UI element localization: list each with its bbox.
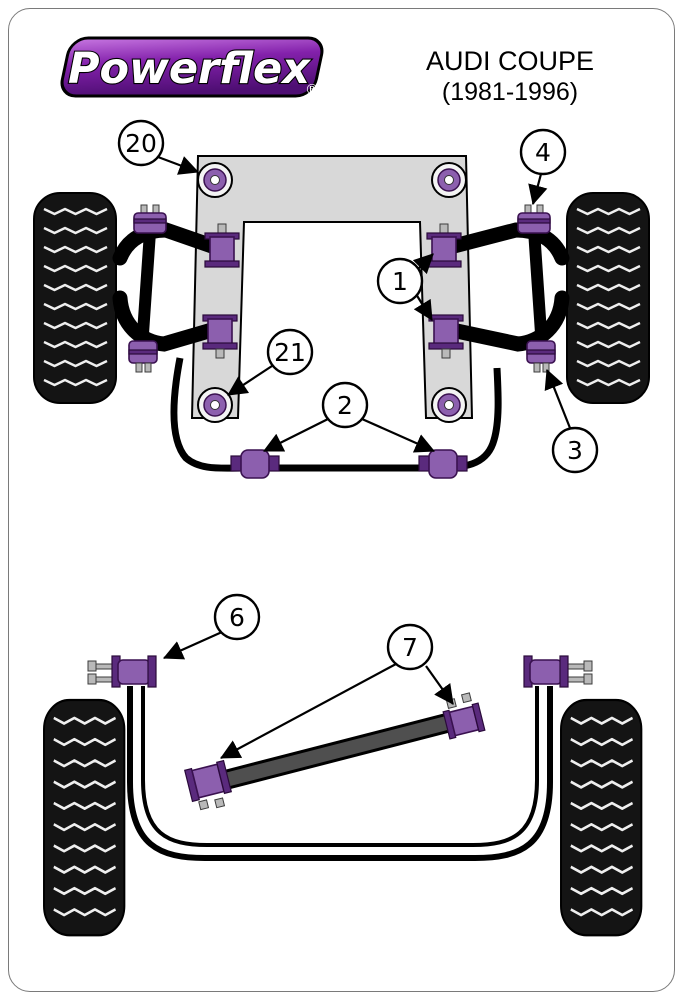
powerflex-logo: Powerflex ®	[46, 34, 334, 109]
logo-banner	[60, 36, 324, 98]
strut-top-bushing-left	[133, 204, 167, 234]
callout-6-arrow	[162, 630, 223, 660]
svg-text:6: 6	[229, 603, 245, 632]
svg-text:4: 4	[535, 138, 551, 167]
callout-1: 1	[376, 257, 424, 305]
svg-text:2: 2	[337, 391, 353, 420]
callout-2-arrow-right	[361, 417, 436, 453]
callout-21: 21	[266, 328, 314, 376]
svg-text:1: 1	[392, 267, 408, 296]
lower-arm-outer-bushing-right	[526, 340, 556, 373]
callout-7: 7	[386, 623, 434, 671]
wishbone-inner-bushing-upper-right	[426, 223, 462, 268]
callout-3: 3	[551, 426, 599, 474]
callout-20: 20	[117, 119, 165, 167]
callout-2-arrow-left	[263, 418, 329, 452]
callout-1-arrow-upper	[412, 253, 434, 275]
anti-roll-bar-bushing-right	[418, 449, 468, 479]
callout-6: 6	[213, 593, 261, 641]
lower-arm-outer-bushing-left	[128, 340, 158, 373]
svg-text:21: 21	[274, 338, 306, 367]
front-subframe	[190, 155, 474, 419]
subframe-washer-bushing-bottom-right	[431, 387, 467, 423]
vehicle-title-block: AUDI COUPE (1981-1996)	[398, 46, 622, 107]
rear-beam-axle-inner	[141, 686, 539, 847]
rear-mount-bushing-left	[87, 655, 157, 688]
subframe-washer-bushing-top-right	[431, 162, 467, 198]
svg-text:7: 7	[402, 633, 418, 662]
callout-2: 2	[321, 381, 369, 429]
rear-mount-bushing-right	[523, 655, 593, 688]
subframe-washer-bushing-top-left	[197, 162, 233, 198]
panhard-rod-bushing-left	[183, 759, 233, 811]
callout-4: 4	[519, 128, 567, 176]
subframe-washer-bushing-bottom-left	[197, 387, 233, 423]
front-right-wishbone	[444, 222, 570, 354]
front-left-tire	[32, 191, 118, 405]
svg-text:20: 20	[125, 129, 157, 158]
wishbone-inner-bushing-upper-left	[204, 223, 240, 268]
anti-roll-bar-bushing-left	[230, 449, 280, 479]
rear-suspension-diagram: 6 7	[42, 593, 643, 937]
svg-text:3: 3	[567, 436, 583, 465]
panhard-rod	[204, 710, 472, 792]
rear-right-tire	[559, 698, 643, 937]
callout-4-arrow	[528, 173, 548, 206]
brand-name: Powerflex	[68, 44, 311, 94]
callout-7-arrow-right	[425, 665, 454, 705]
wishbone-inner-bushing-lower-left	[202, 314, 238, 359]
vehicle-years: (1981-1996)	[441, 77, 579, 106]
front-suspension-diagram: 20 4 1 21 2	[32, 119, 651, 479]
rear-left-tire	[42, 698, 126, 937]
registered-mark: ®	[305, 82, 319, 98]
vehicle-model: AUDI COUPE	[425, 46, 595, 76]
callout-21-arrow	[227, 365, 273, 396]
strut-top-bushing-right	[517, 204, 551, 234]
callout-20-arrow	[157, 155, 200, 175]
front-right-tire	[565, 191, 651, 405]
callout-7-arrow-left	[220, 663, 397, 759]
callout-3-arrow	[544, 368, 572, 429]
callout-1-arrow-lower	[413, 293, 433, 321]
wishbone-inner-bushing-lower-right	[428, 314, 464, 359]
rear-beam-axle-outer	[127, 686, 553, 861]
